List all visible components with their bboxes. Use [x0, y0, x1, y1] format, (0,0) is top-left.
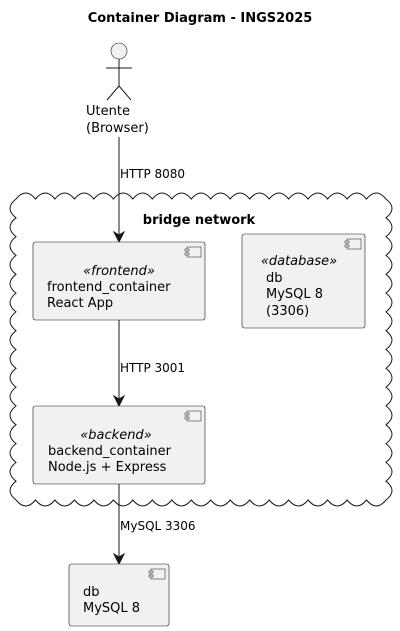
bridge-network-title: bridge network	[143, 213, 256, 228]
frontend-stereotype: «frontend»	[83, 264, 155, 279]
database-engine: MySQL 8	[266, 287, 323, 302]
actor-label-type: (Browser)	[86, 121, 149, 136]
backend-container-component: «backend» backend_container Node.js + Ex…	[32, 405, 206, 485]
external-db-name: db	[83, 585, 100, 600]
diagram-title: Container Diagram - INGS2025	[88, 11, 313, 26]
database-box	[241, 233, 366, 329]
database-stereotype: «database»	[261, 254, 337, 269]
edge-label-http-3001: HTTP 3001	[120, 361, 185, 375]
external-db-component: db MySQL 8	[68, 563, 170, 627]
frontend-tech: React App	[47, 296, 113, 311]
edge-actor-to-frontend: HTTP 8080	[112, 137, 185, 244]
component-icon	[148, 568, 166, 580]
frontend-name: frontend_container	[47, 280, 171, 295]
database-component: «database» db MySQL 8 (3306)	[241, 233, 366, 329]
component-icon	[344, 238, 362, 250]
database-port: (3306)	[266, 304, 309, 319]
backend-name: backend_container	[48, 444, 172, 459]
component-icon	[184, 246, 202, 258]
user-actor: Utente (Browser)	[86, 42, 149, 136]
actor-left-leg	[106, 85, 120, 101]
arrow-head	[112, 394, 126, 408]
actor-right-leg	[118, 85, 132, 101]
actor-label-name: Utente	[86, 104, 130, 119]
backend-tech: Node.js + Express	[48, 460, 167, 475]
arrow-head	[112, 230, 126, 244]
edge-backend-to-db: MySQL 3306	[112, 484, 196, 566]
edge-label-mysql-3306: MySQL 3306	[120, 519, 196, 533]
database-name: db	[266, 271, 283, 286]
external-db-engine: MySQL 8	[83, 601, 140, 616]
frontend-container-component: «frontend» frontend_container React App	[32, 241, 206, 321]
backend-stereotype: «backend»	[80, 428, 151, 443]
edge-frontend-to-backend: HTTP 3001	[112, 320, 185, 408]
actor-head	[110, 42, 128, 60]
external-db-box	[68, 563, 170, 627]
edge-label-http-8080: HTTP 8080	[120, 167, 185, 181]
component-icon	[184, 410, 202, 422]
arrow-head	[112, 552, 126, 566]
